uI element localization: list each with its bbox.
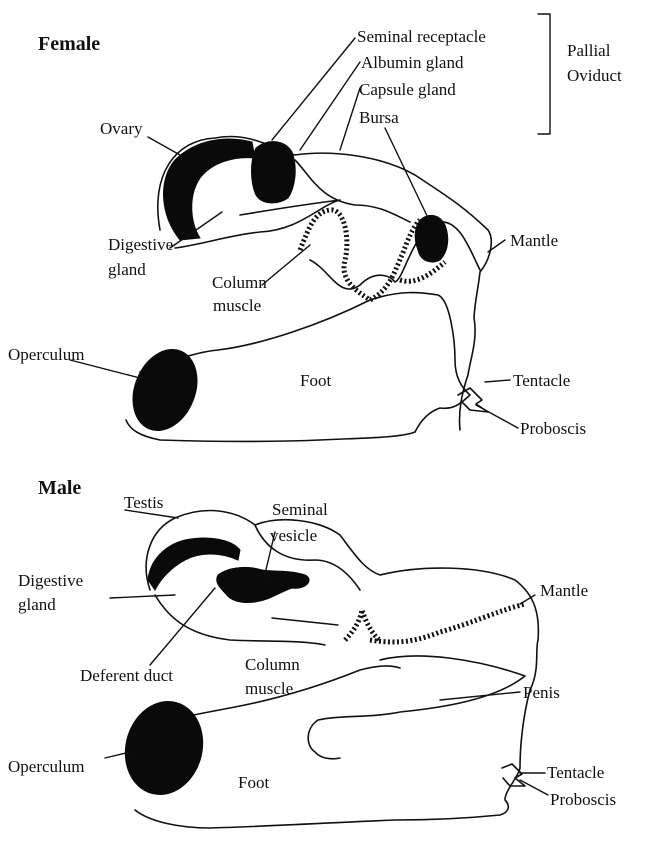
female-seminal-receptacle-leader [272,38,355,140]
label-gland-male: gland [18,595,56,614]
label-albumin-gland: Albumin gland [361,53,464,72]
male-proboscis-leader [520,780,548,795]
label-tentacle-male: Tentacle [547,763,604,782]
label-vesicle: vesicle [270,526,317,545]
female-mantle-edge [310,222,480,289]
label-seminal-receptacle: Seminal receptacle [357,27,486,46]
label-digestive-male: Digestive [18,571,83,590]
male-seminal-vesicle [217,567,309,602]
female-visceral-lower [175,200,340,248]
label-capsule-gland: Capsule gland [359,80,456,99]
male-deferent-duct-leader [150,588,215,665]
label-foot-male: Foot [238,773,269,792]
male-penis-leader [440,692,520,700]
label-operculum-male: Operculum [8,757,84,776]
female-bursa-tube [400,262,445,281]
label-oviduct: Oviduct [567,66,622,85]
label-muscle-female: muscle [213,296,261,315]
label-digestive-female: Digestive [108,235,173,254]
label-muscle-male: muscle [245,679,293,698]
label-ovary: Ovary [100,119,143,138]
label-column-female: Column [212,273,267,292]
male-digestive-gland-leader [110,595,175,598]
label-pallial: Pallial [567,41,611,60]
male-column-muscle-leader [272,618,338,625]
label-operculum-female: Operculum [8,345,84,364]
male-deferent-duct-tube [345,610,380,640]
female-capsule-gland-leader [340,88,360,150]
label-mantle-female: Mantle [510,231,558,250]
label-column-male: Column [245,655,300,674]
female-column-muscle-leader [262,245,310,285]
pallial-oviduct-bracket [538,14,550,134]
female-diagram: Female Seminal receptacle [8,14,622,442]
male-heading: Male [38,477,81,499]
female-albumin-gland-leader [300,62,360,150]
label-tentacle-female: Tentacle [513,371,570,390]
label-bursa: Bursa [359,108,399,127]
female-oviduct-tube [300,210,420,300]
label-seminal: Seminal [272,500,328,519]
label-testis: Testis [124,493,163,512]
label-penis: Penis [523,683,560,702]
female-bursa-leader [385,128,430,222]
male-penis-outline [308,656,525,759]
female-shell-inner [295,160,410,222]
label-proboscis-male: Proboscis [550,790,616,809]
female-seminal-receptacle [252,142,296,203]
label-deferent-duct: Deferent duct [80,666,173,685]
male-visceral-inner [155,595,325,645]
female-ovary-leader [148,137,180,155]
male-diagram: Male Testis Seminal vesicle Digestive [8,477,616,828]
male-mantle-duct-tube [370,604,525,642]
label-gland-female: gland [108,260,146,279]
label-foot-female: Foot [300,371,331,390]
label-proboscis-female: Proboscis [520,419,586,438]
female-tentacle-leader [485,380,510,382]
male-operculum [115,693,213,803]
female-proboscis-leader [476,405,518,428]
label-mantle-male: Mantle [540,581,588,600]
female-heading: Female [38,33,100,55]
female-bursa [415,215,448,262]
